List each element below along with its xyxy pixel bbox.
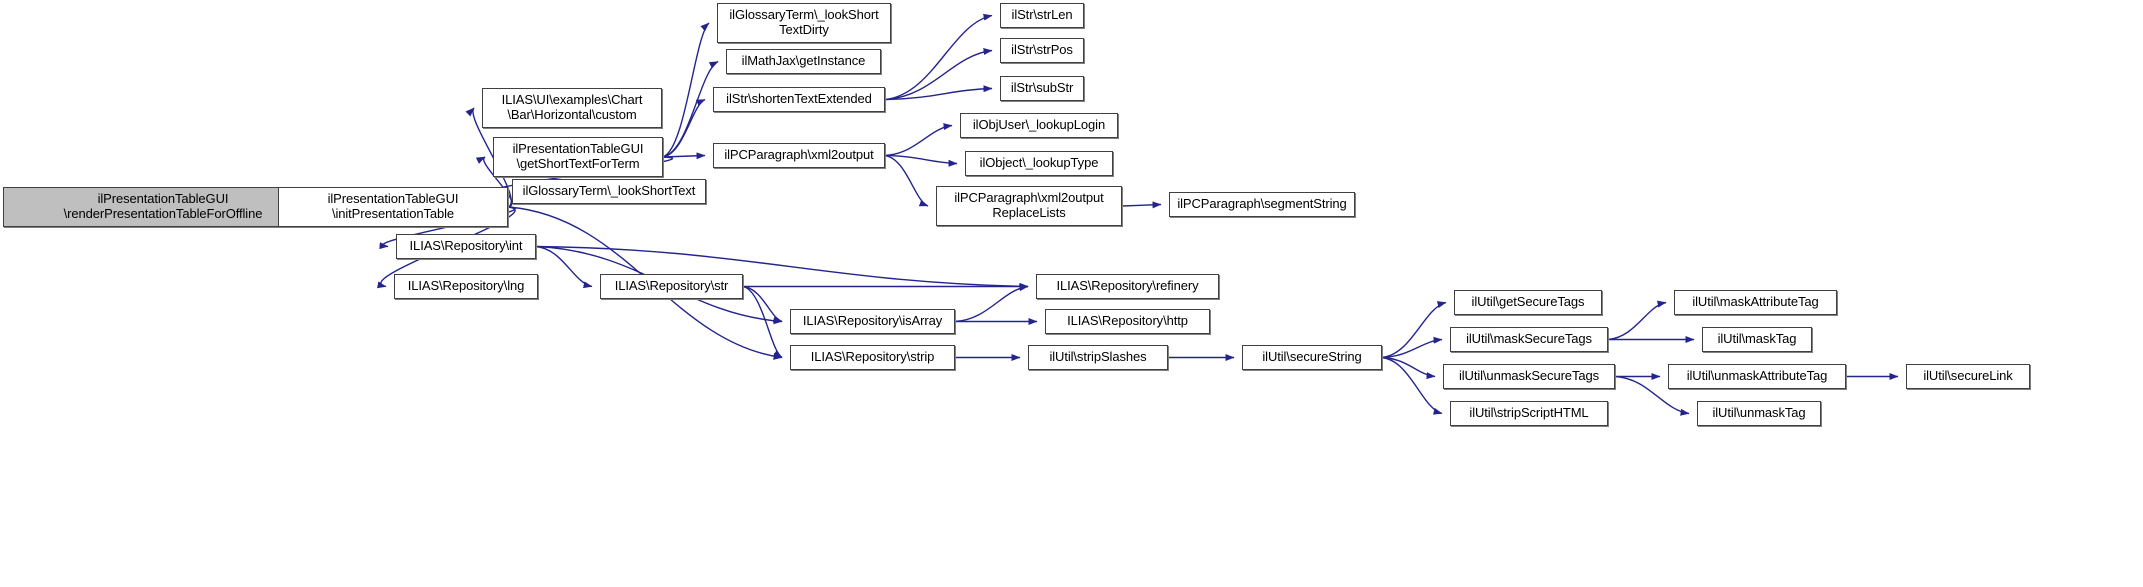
graph-edge [884, 13, 993, 101]
graph-node[interactable]: ILIAS\Repository\http [1045, 309, 1210, 334]
graph-node-label: ilStr\shortenTextExtended [726, 91, 872, 107]
graph-node[interactable]: ILIAS\Repository\int [396, 234, 536, 259]
graph-node-label: ilUtil\secureString [1262, 349, 1362, 365]
graph-node-label: ilGlossaryTerm\_lookShortText [522, 183, 696, 199]
graph-node-label: ilUtil\getSecureTags [1471, 294, 1585, 310]
graph-node[interactable]: ILIAS\Repository\strip [790, 345, 955, 370]
graph-node[interactable]: ILIAS\Repository\isArray [790, 309, 955, 334]
graph-node[interactable]: ILIAS\UI\examples\Chart \Bar\Horizontal\… [482, 88, 662, 128]
graph-node[interactable]: ILIAS\Repository\str [600, 274, 743, 299]
graph-node[interactable]: ilMathJax\getInstance [726, 49, 881, 74]
graph-node[interactable]: ILIAS\Repository\lng [394, 274, 538, 299]
graph-edge [662, 98, 706, 158]
graph-node[interactable]: ilUtil\secureLink [1906, 364, 2030, 389]
graph-node[interactable]: ilStr\strPos [1000, 38, 1084, 63]
graph-node[interactable]: ILIAS\Repository\refinery [1036, 274, 1219, 299]
graph-node[interactable]: ilStr\strLen [1000, 3, 1084, 28]
graph-edge [662, 60, 719, 158]
graph-edge [662, 152, 706, 160]
graph-node[interactable]: ilObjUser\_lookupLogin [960, 113, 1118, 138]
graph-node-label: ilPresentationTableGUI \getShortTextForT… [512, 141, 644, 171]
graph-node-label: ilUtil\stripSlashes [1049, 349, 1147, 365]
graph-edge [662, 22, 710, 158]
graph-node[interactable]: ilStr\subStr [1000, 76, 1084, 101]
graph-node[interactable]: ilUtil\unmaskSecureTags [1443, 364, 1615, 389]
graph-node[interactable]: ilUtil\maskTag [1702, 327, 1812, 352]
graph-node-label: ilUtil\unmaskTag [1712, 405, 1806, 421]
graph-edge [535, 245, 593, 289]
graph-node-label: ILIAS\Repository\isArray [802, 313, 943, 329]
graph-node-label: ILIAS\Repository\http [1067, 313, 1188, 329]
graph-edge [884, 154, 929, 207]
graph-node-label: ilObject\_lookupType [979, 155, 1099, 171]
graph-node[interactable]: ilUtil\maskSecureTags [1450, 327, 1608, 352]
graph-node-label: ilStr\strLen [1011, 7, 1073, 23]
graph-node-label: ilUtil\maskTag [1717, 331, 1797, 347]
graph-node[interactable]: ilUtil\stripSlashes [1028, 345, 1168, 370]
graph-edge [1381, 336, 1443, 359]
graph-node[interactable]: ilPresentationTableGUI \initPresentation… [278, 187, 508, 227]
graph-node-label: ilPCParagraph\xml2output ReplaceLists [954, 190, 1104, 220]
graph-node[interactable]: ilUtil\maskAttributeTag [1674, 290, 1837, 315]
graph-node[interactable]: ilPCParagraph\xml2output [713, 143, 885, 168]
graph-node[interactable]: ilUtil\secureString [1242, 345, 1382, 370]
graph-node[interactable]: ilGlossaryTerm\_lookShort TextDirty [717, 3, 891, 43]
graph-edge [884, 85, 993, 101]
graph-node-label: ilStr\strPos [1011, 42, 1073, 58]
graph-node-label: ilUtil\maskSecureTags [1466, 331, 1592, 347]
graph-node[interactable]: ilGlossaryTerm\_lookShortText [512, 179, 706, 204]
graph-node-label: ilGlossaryTerm\_lookShort TextDirty [729, 7, 879, 37]
graph-node-label: ILIAS\UI\examples\Chart \Bar\Horizontal\… [501, 92, 643, 122]
graph-node[interactable]: ilObject\_lookupType [965, 151, 1113, 176]
graph-edge [1381, 301, 1447, 359]
graph-node[interactable]: ilUtil\stripScriptHTML [1450, 401, 1608, 426]
graph-node-label: ILIAS\Repository\str [614, 278, 729, 294]
graph-edge [1121, 201, 1162, 209]
graph-node[interactable]: ilPresentationTableGUI \getShortTextForT… [493, 137, 663, 177]
graph-edge [742, 285, 783, 359]
graph-edge [954, 284, 1029, 323]
graph-node[interactable]: ilUtil\unmaskAttributeTag [1668, 364, 1846, 389]
graph-node-label: ILIAS\Repository\refinery [1056, 278, 1199, 294]
graph-node[interactable]: ilPCParagraph\xml2output ReplaceLists [936, 186, 1122, 226]
graph-node-label: ilUtil\stripScriptHTML [1469, 405, 1589, 421]
graph-node-label: ilPresentationTableGUI \renderPresentati… [63, 191, 263, 221]
graph-node-label: ilStr\subStr [1010, 80, 1074, 96]
graph-node-label: ilUtil\unmaskSecureTags [1458, 368, 1600, 384]
graph-node-label: ilPCParagraph\xml2output [724, 147, 874, 163]
graph-edge [884, 123, 953, 157]
graph-node-label: ilPCParagraph\segmentString [1177, 196, 1347, 212]
graph-node[interactable]: ilStr\shortenTextExtended [713, 87, 885, 112]
graph-edge [1381, 356, 1443, 415]
graph-edge [742, 285, 783, 323]
graph-edge [1381, 356, 1436, 380]
graph-edge [884, 154, 958, 167]
graph-node[interactable]: ilUtil\unmaskTag [1697, 401, 1821, 426]
graph-edge [884, 48, 993, 101]
graph-node[interactable]: ilPresentationTableGUI \renderPresentati… [3, 187, 323, 227]
graph-node-label: ILIAS\Repository\int [409, 238, 523, 254]
graph-node-label: ilObjUser\_lookupLogin [972, 117, 1106, 133]
graph-node-label: ilPresentationTableGUI \initPresentation… [327, 191, 459, 221]
graph-node-label: ilMathJax\getInstance [741, 53, 866, 69]
graph-edge [1607, 300, 1667, 341]
graph-node-label: ilUtil\maskAttributeTag [1692, 294, 1819, 310]
graph-node[interactable]: ilPCParagraph\segmentString [1169, 192, 1355, 217]
graph-node-label: ILIAS\Repository\strip [810, 349, 935, 365]
graph-node-label: ilUtil\secureLink [1923, 368, 2013, 384]
graph-node-label: ilUtil\unmaskAttributeTag [1686, 368, 1828, 384]
graph-node[interactable]: ilUtil\getSecureTags [1454, 290, 1602, 315]
graph-node-label: ILIAS\Repository\lng [407, 278, 525, 294]
